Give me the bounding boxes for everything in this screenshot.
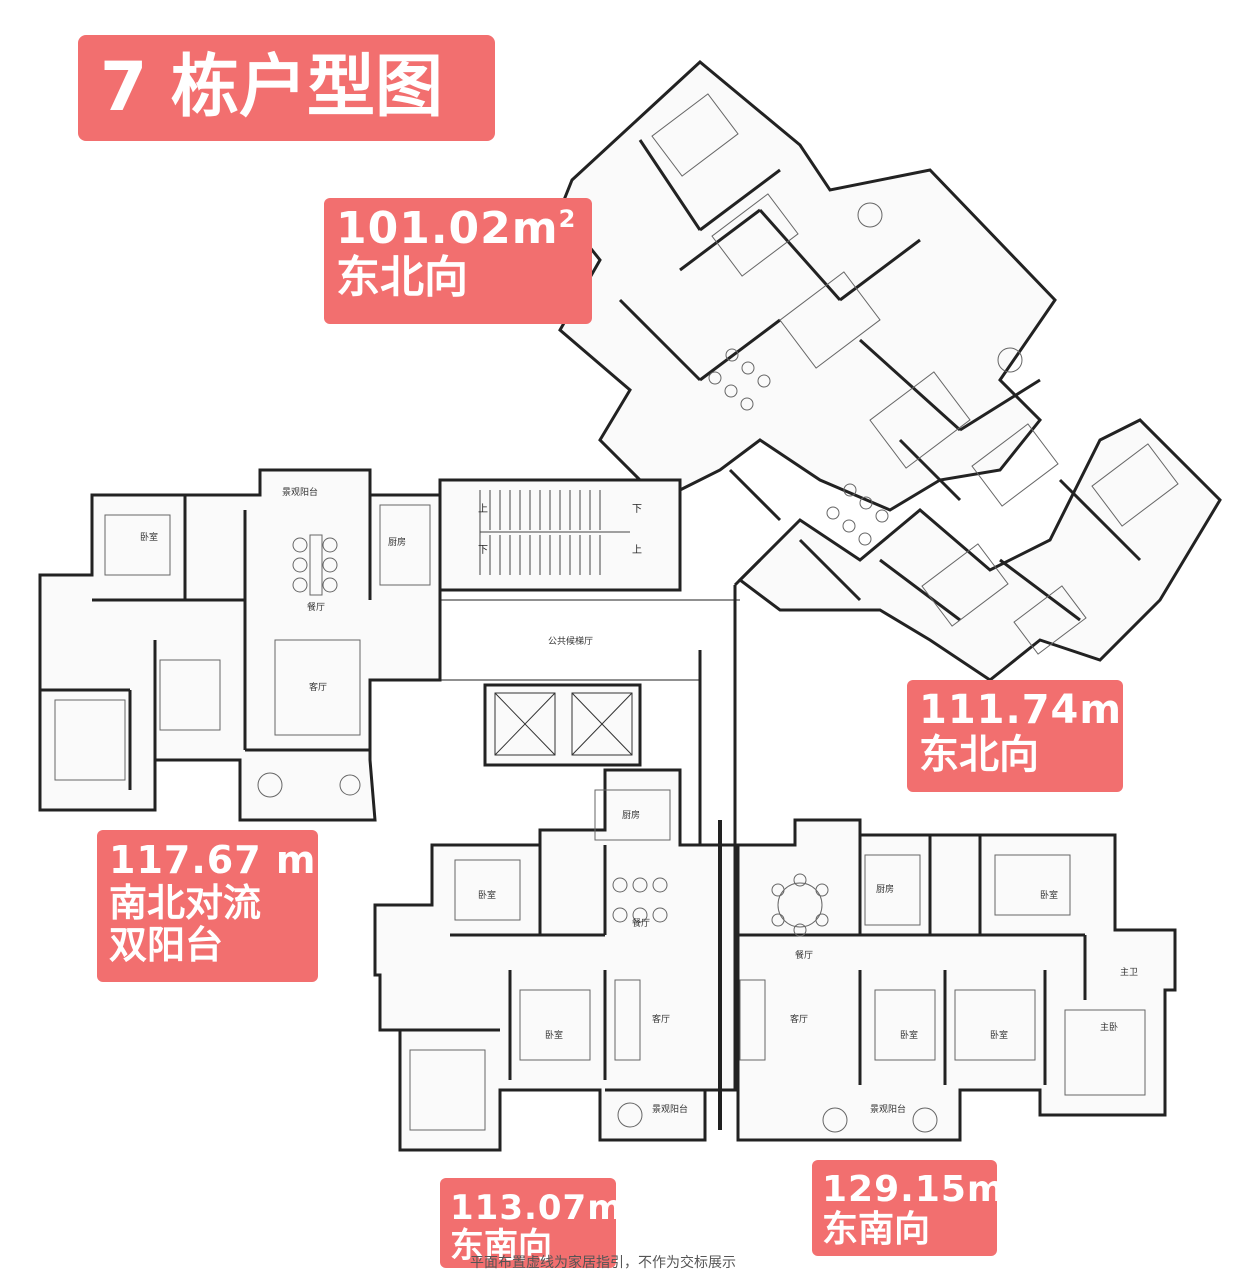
west-balcony-label: 景观阳台 (282, 486, 318, 498)
se-dining-label: 餐厅 (795, 949, 813, 961)
lift-lobby-label: 公共候梯厅 (548, 635, 593, 647)
page-title: 7 栋户型图 (78, 35, 495, 141)
stair-treads (479, 490, 630, 575)
se-bedroom-label: 卧室 (1040, 889, 1058, 901)
unit-area-129: 129.15m2 (822, 1163, 1024, 1210)
sw-dining-label: 餐厅 (632, 917, 650, 929)
se-master-label: 主卧 (1100, 1021, 1118, 1033)
sw-living-label: 客厅 (652, 1013, 670, 1025)
unit-tag-117: 117.67 m2 南北对流 双阳台 (97, 830, 335, 982)
southwest-furniture (409, 789, 671, 1131)
unit-feature-line-1: 南北对流 (109, 880, 262, 925)
northeast-units (558, 60, 1222, 682)
southeast-unit (736, 818, 1177, 1142)
unit-area-117: 117.67 m2 (109, 835, 335, 882)
unit-feature-line-2: 双阳台 (109, 923, 224, 968)
unit-area-111: 111.74m2 (919, 685, 1140, 733)
sw-kitchen-label: 厨房 (622, 809, 640, 821)
west-dining-label: 餐厅 (307, 601, 325, 613)
stair-down-label-1: 下 (478, 545, 488, 556)
northeast-furniture (651, 93, 1179, 655)
southwest-unit (373, 768, 737, 1152)
unit-tag-113: 113.07m2 东南向 (440, 1178, 642, 1268)
unit-orientation-101: 东北向 (336, 252, 468, 304)
se-kitchen-label: 厨房 (876, 883, 894, 895)
se-balcony-label: 景观阳台 (870, 1103, 906, 1115)
se-master-bath-label: 主卫 (1120, 966, 1138, 978)
southeast-furniture (739, 854, 1146, 1133)
sw-bedroom-label-2: 卧室 (545, 1029, 563, 1041)
west-bedroom-label: 卧室 (140, 531, 158, 543)
stair-up-label-1: 上 (478, 503, 488, 515)
corridor (698, 558, 762, 1130)
se-living-label: 客厅 (790, 1013, 808, 1025)
unit-area-113: 113.07m2 (450, 1181, 642, 1228)
elevators (494, 692, 633, 756)
stair-up-label-2: 上 (632, 544, 642, 556)
west-unit-furniture (54, 504, 431, 798)
unit-tag-129: 129.15m2 东南向 (812, 1160, 1024, 1256)
west-unit (38, 468, 442, 822)
west-living-label: 客厅 (309, 681, 327, 693)
se-bedroom-label-2: 卧室 (900, 1029, 918, 1041)
unit-tag-101: 101.02m2 东北向 (324, 198, 592, 324)
unit-tag-111: 111.74m2 东北向 (907, 680, 1140, 792)
unit-area-101: 101.02m2 (336, 203, 577, 254)
unit-orientation-111: 东北向 (919, 731, 1039, 778)
sw-balcony-label: 景观阳台 (652, 1103, 688, 1115)
footnote: 平面布置虚线为家居指引，不作为交标展示 (470, 1255, 736, 1271)
sw-bedroom-label: 卧室 (478, 889, 496, 901)
west-kitchen-label: 厨房 (388, 536, 406, 548)
se-bedroom-label-3: 卧室 (990, 1029, 1008, 1041)
unit-orientation-129: 东南向 (822, 1209, 931, 1251)
unit-orientation-113: 东南向 (450, 1226, 552, 1267)
stair-down-label-2: 下 (632, 504, 642, 515)
